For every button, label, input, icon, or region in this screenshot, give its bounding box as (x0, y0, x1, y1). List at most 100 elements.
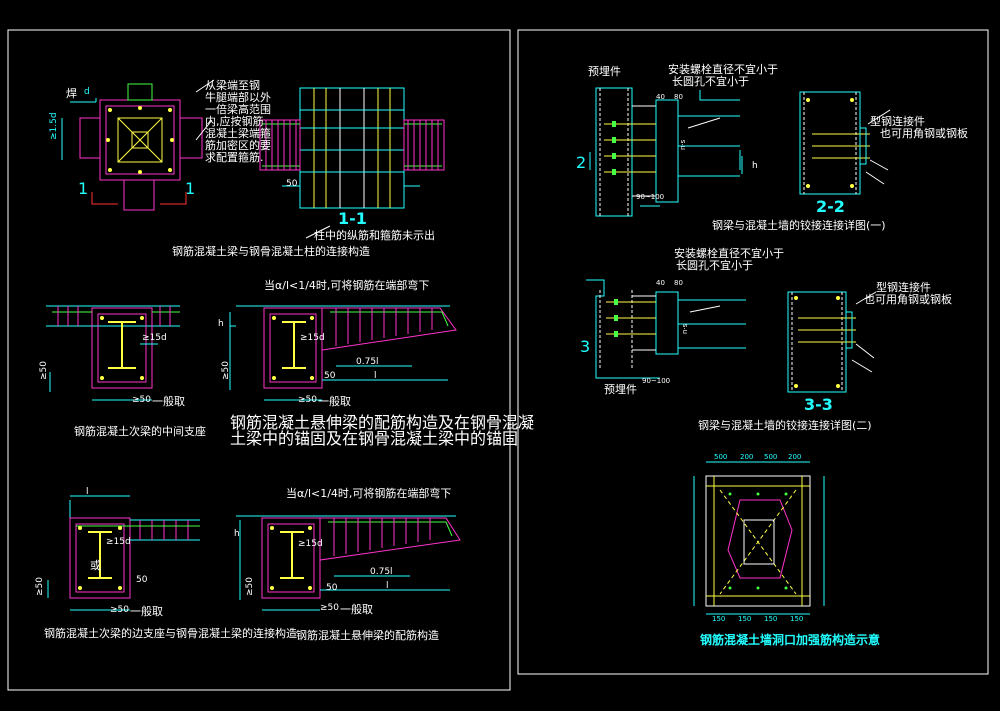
fig7-connector-line2: 也可用角钢或钢板 (864, 293, 952, 306)
fig4-dim-15d: ≥15d (106, 537, 131, 547)
fig4-dim-la: l (86, 487, 89, 497)
fig8-dim-top: 200 (788, 453, 802, 461)
fig5-caption: 钢筋混凝土悬伸梁的配筋构造 (296, 629, 439, 642)
fig6-dim-90-100: 90~100 (636, 193, 665, 201)
fig6-bolt-note-line2: 长圆孔不宜小于 (672, 75, 749, 88)
fig3-top-note: 当α/l<1/4时,可将钢筋在端部弯下 (264, 279, 430, 292)
fig4-dim-50-bottom: ≥50 (110, 605, 129, 615)
fig1-note-line: 筋加密区的要 (205, 139, 271, 152)
fig7-caption: 钢梁与混凝土墙的铰接连接详图(二) (698, 419, 872, 432)
fig3-dim-50-small: 50 (324, 371, 336, 381)
fig4-or-label: 或 (90, 559, 101, 572)
fig1-section-label: 1-1 (338, 209, 367, 228)
fig7-bolt-note-line2: 长圆孔不宜小于 (676, 259, 753, 272)
fig1-section (259, 87, 445, 239)
fig6-dim-40: 40 (656, 93, 665, 101)
fig6-cut-label: 2 (576, 153, 587, 172)
fig3-dim-15d: ≥15d (300, 333, 325, 343)
fig7-section (787, 291, 877, 393)
fig4-dim-50-small: 50 (136, 575, 148, 585)
fig1-note-line: 内,应按钢筋 (205, 115, 264, 128)
fig8-dim-bottom: 150 (712, 615, 726, 623)
fig3-dim-50-bottom: ≥50 (298, 395, 317, 405)
fig2-caption: 钢筋混凝土次梁的中间支座 (74, 425, 206, 438)
fig6-section (799, 91, 891, 195)
fig3 (229, 305, 457, 401)
fig8-dim-bottom: 150 (738, 615, 752, 623)
fig3-dim-075: 0.75l (356, 357, 379, 367)
fig5-general-label: 一般取 (340, 603, 373, 616)
fig7-dim-ns: n·s (681, 323, 689, 334)
fig6-dim-80: 80 (674, 93, 683, 101)
fig1-note-line: 求配置箍筋. (205, 151, 264, 164)
fig4-general-label: 一般取 (130, 605, 163, 618)
fig6-caption: 钢梁与混凝土墙的铰接连接详图(一) (712, 219, 886, 232)
fig6-connector-line1: 型钢连接件 (870, 115, 925, 128)
fig1-plan (61, 79, 215, 211)
fig8-dim-bottom: 150 (764, 615, 778, 623)
fig8-dim-top: 500 (764, 453, 778, 461)
fig3-dim-h: h (218, 319, 224, 329)
fig8-caption: 钢筋混凝土墙洞口加强筋构造示意 (700, 633, 881, 647)
fig6 (589, 87, 743, 217)
fig5-dim-l: l (386, 581, 389, 591)
fig1-note: 从梁端至钢 牛腿端部以外 一倍梁高范围 内,应按钢筋 混凝土梁端箍 筋加密区的要… (205, 80, 271, 164)
fig4-dim-50: ≥50 (35, 577, 45, 596)
main-title-line1: 钢筋混凝土悬伸梁的配筋构造及在钢骨混凝 (230, 413, 535, 432)
fig8-dim-top: 200 (740, 453, 754, 461)
fig6-section-label: 2-2 (816, 197, 845, 216)
fig6-dim-ns: n·s (679, 139, 687, 150)
fig7-dim-40: 40 (656, 279, 665, 287)
fig8-dim-top: 500 (714, 453, 728, 461)
fig7-cut-label: 3 (580, 337, 591, 356)
fig7 (586, 279, 746, 379)
fig6-connector-line2: 也可用角钢或钢板 (880, 127, 968, 140)
fig1-note-line: 混凝土梁端箍 (205, 127, 271, 140)
fig5-dim-50-bottom: ≥50 (320, 603, 339, 613)
fig3-general-label: 一般取 (318, 395, 351, 408)
fig3-dim-l: l (374, 371, 377, 381)
fig5-dim-075: 0.75l (370, 567, 393, 577)
fig5-dim-50-small: 50 (326, 583, 338, 593)
fig5 (236, 515, 461, 611)
fig7-connector-line1: 型钢连接件 (876, 281, 931, 294)
fig2-general-label: 一般取 (152, 395, 185, 408)
fig1-caption: 钢筋混凝土梁与钢骨混凝土柱的连接构造 (172, 245, 370, 258)
fig5-dim-15d: ≥15d (298, 539, 323, 549)
fig5-dim-h: h (234, 529, 240, 539)
fig6-bolt-note-line1: 安装螺栓直径不宜小于 (668, 63, 778, 76)
fig1-note-line: 从梁端至钢 (205, 79, 260, 92)
fig2-dim-50-bottom: ≥50 (132, 395, 151, 405)
fig6-embed-label: 预埋件 (588, 65, 621, 78)
fig7-dim-90-100: 90~100 (642, 377, 671, 385)
fig2-dim-50-left: ≥50 (39, 361, 49, 380)
fig5-top-note: 当α/l<1/4时,可将钢筋在端部弯下 (286, 487, 452, 500)
left-frame (7, 29, 511, 691)
fig1-d-label: d (84, 87, 90, 97)
fig7-embed-label: 预埋件 (604, 383, 637, 396)
fig8-dim-bottom: 150 (790, 615, 804, 623)
fig1-cut-label-right: 1 (185, 179, 196, 198)
fig1-section-note: 柱中的纵筋和箍筋未示出 (314, 229, 435, 242)
fig7-bolt-note-line1: 安装螺栓直径不宜小于 (674, 247, 784, 260)
fig2 (46, 305, 180, 401)
fig2-dim-15d: ≥15d (142, 333, 167, 343)
fig7-dim-80: 80 (674, 279, 683, 287)
fig6-dim-hf: h (752, 161, 758, 171)
fig7-section-label: 3-3 (804, 395, 833, 414)
fig1-note-line: 牛腿端部以外 (205, 91, 271, 104)
right-frame (517, 29, 989, 675)
fig1-note-line: 一倍梁高范围 (205, 103, 271, 116)
fig4-caption: 钢筋混凝土次梁的边支座与钢骨混凝土梁的连接构造 (44, 627, 297, 640)
main-title-line2: 土梁中的锚固及在钢骨混凝土梁中的锚固 (230, 429, 519, 448)
fig4 (47, 495, 200, 611)
fig1-dim-50: 50 (286, 179, 298, 189)
fig5-dim-50: ≥50 (245, 577, 255, 596)
fig1-dim-label: ≥1.5d (49, 112, 59, 140)
fig8 (693, 461, 825, 615)
fig1-weld-label: 焊 (66, 87, 77, 100)
fig3-dim-50: ≥50 (221, 361, 231, 380)
fig1-cut-label-left: 1 (78, 179, 89, 198)
